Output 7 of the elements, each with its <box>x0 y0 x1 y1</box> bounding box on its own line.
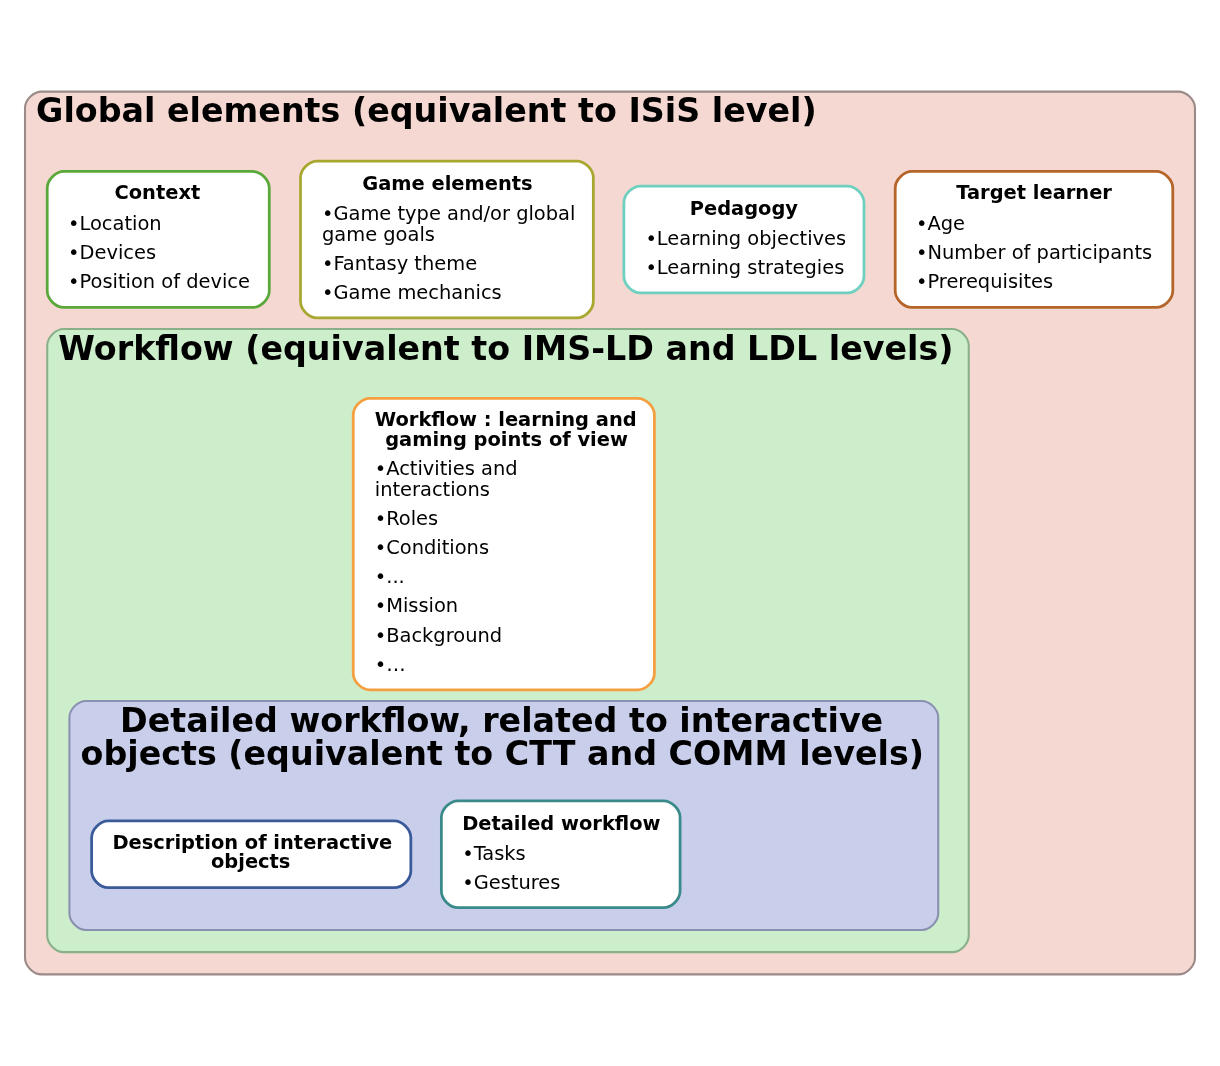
node-box: Description of interactive objects <box>90 819 413 889</box>
node-box: Game elements •Game type and/or global game goals •Fantasy theme •Game mechanics <box>299 159 595 320</box>
node-box: Context •Location •Devices •Position of device <box>45 170 271 309</box>
node-box: Target learner •Age •Number of participants •Prerequisites <box>893 170 1175 309</box>
node-box: Workflow : learning and gaming points of view •Activities and interactions •Roles •Conditions •... •Mission •Background •… <box>351 397 656 692</box>
node-box: Detailed workflow •Tasks •Gestures <box>440 799 682 910</box>
node-box: Pedagogy •Learning objectives •Learning strategies <box>622 184 866 295</box>
